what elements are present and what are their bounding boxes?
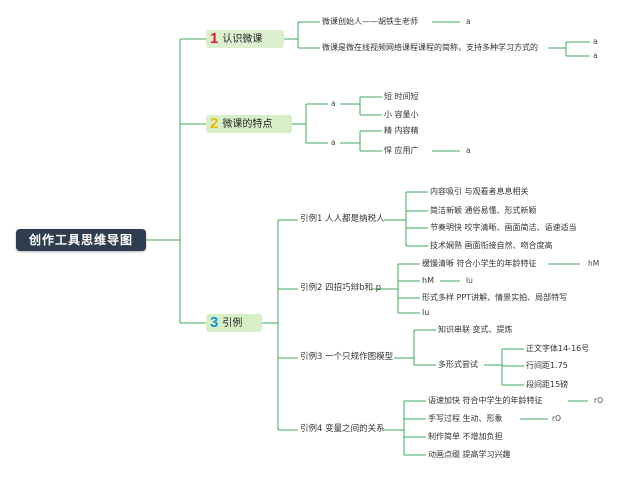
leaf-node[interactable]: 多形式尝试 (438, 360, 478, 369)
leaf-node[interactable]: 小 容量小 (384, 110, 419, 119)
leaf-node[interactable]: 短 时间短 (384, 92, 419, 101)
group-mark[interactable]: a (331, 138, 336, 147)
sub-branch-node[interactable]: 引例4 变量之间的关系 (300, 424, 385, 434)
leaf-node[interactable]: 手写过程 生动、形象 (428, 414, 503, 423)
sub-branch-node[interactable]: 引例3 一个只规作图模型 (300, 352, 394, 362)
leaf-node[interactable]: 精 内容精 (384, 126, 419, 135)
leaf-mark: a (593, 51, 598, 60)
branch-label: 微课的特点 (222, 119, 273, 130)
leaf-node[interactable]: 微课创始人——胡铁生老师 (322, 17, 418, 26)
leaf-mark: hM (588, 259, 600, 268)
branch-number: 3 (210, 314, 219, 331)
leaf-mark: rO (552, 414, 561, 423)
leaf-node[interactable]: 节奏明快 咬字清晰、画面简洁、语速适当 (430, 223, 577, 232)
leaf-node[interactable]: 动画点缀 提高学习兴趣 (428, 450, 511, 459)
leaf-node[interactable]: 悍 应用广 (384, 146, 419, 155)
leaf-node[interactable]: 制作简单 不增加负担 (428, 432, 503, 441)
group-mark[interactable]: a (331, 99, 336, 108)
leaf-node[interactable]: hM (422, 276, 434, 285)
leaf-node[interactable]: 微课是微在线视频网络课程课程的简称，支持多种学习方式的 (322, 43, 538, 52)
leaf-mark: a (466, 146, 471, 155)
leaf-mark: lu (466, 276, 473, 285)
leaf-node[interactable]: 内容吸引 与观看者息息相关 (430, 187, 529, 196)
leaf-node[interactable]: 语速加快 符合中学生的年龄特征 (428, 396, 543, 405)
leaf-node[interactable]: 缓慢清晰 符合小学生的年龄特征 (422, 259, 537, 268)
leaf-mark: rO (594, 396, 603, 405)
branch-label: 认识微课 (222, 34, 263, 45)
leaf-node[interactable]: lu (422, 308, 430, 317)
leaf-mark: a (593, 37, 598, 46)
branch-label: 引例 (222, 318, 243, 329)
leaf-node[interactable]: 行间距1.75 (526, 361, 568, 370)
leaf-node[interactable]: 知识串联 变式、提炼 (438, 325, 513, 334)
leaf-node[interactable]: 技术娴熟 画面衔接自然、吻合度高 (430, 241, 553, 250)
branch-number: 2 (210, 115, 219, 132)
leaf-mark: a (466, 17, 471, 26)
leaf-node[interactable]: 段间距15磅 (526, 380, 569, 389)
sub-branch-node[interactable]: 引例2 四招巧辩b和 p (300, 283, 382, 293)
leaf-node[interactable]: 简洁新颖 通俗易懂、形式新颖 (430, 206, 537, 215)
branch-number: 1 (210, 30, 219, 47)
leaf-node[interactable]: 正文字体14-16号 (526, 344, 590, 353)
leaf-node[interactable]: 形式多样 PPT讲解、情景实拍、局部特写 (422, 293, 568, 302)
sub-branch-node[interactable]: 引例1 人人都是纳税人 (300, 214, 385, 224)
root-node[interactable]: 创作工具思维导图 (16, 229, 146, 251)
